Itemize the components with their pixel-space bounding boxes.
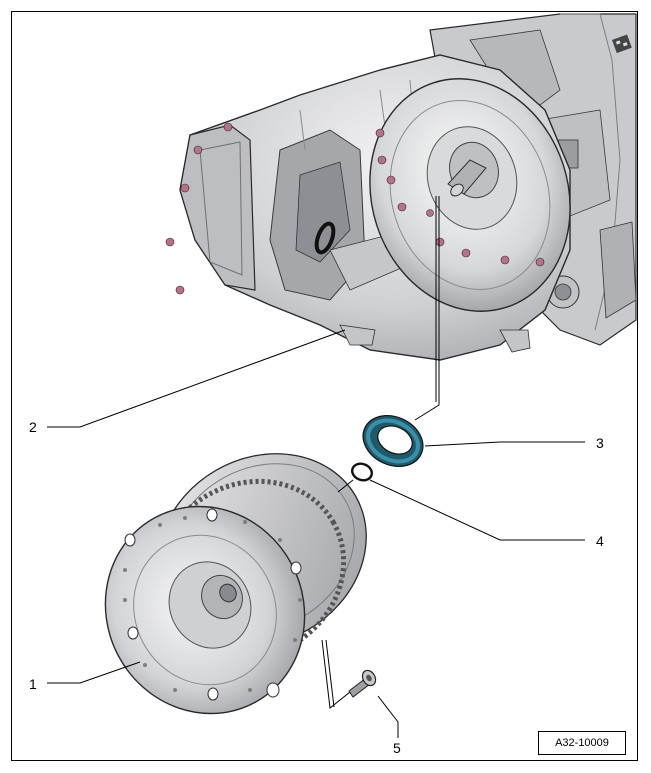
- seal-ring: [362, 415, 424, 467]
- callout-3: 3: [596, 435, 604, 451]
- leader-lines: [47, 196, 585, 738]
- gearbox-housing: [165, 13, 637, 361]
- callout-4: 4: [596, 533, 604, 549]
- callout-2: 2: [29, 419, 37, 435]
- housing-bolts: [165, 122, 545, 295]
- callout-5: 5: [393, 740, 401, 756]
- figure-reference-box: A32-10009: [538, 731, 626, 755]
- figure-reference-label: A32-10009: [555, 737, 609, 749]
- torque-converter: [104, 453, 367, 715]
- o-ring: [351, 462, 373, 482]
- callout-1: 1: [29, 676, 37, 692]
- bolt: [348, 669, 377, 698]
